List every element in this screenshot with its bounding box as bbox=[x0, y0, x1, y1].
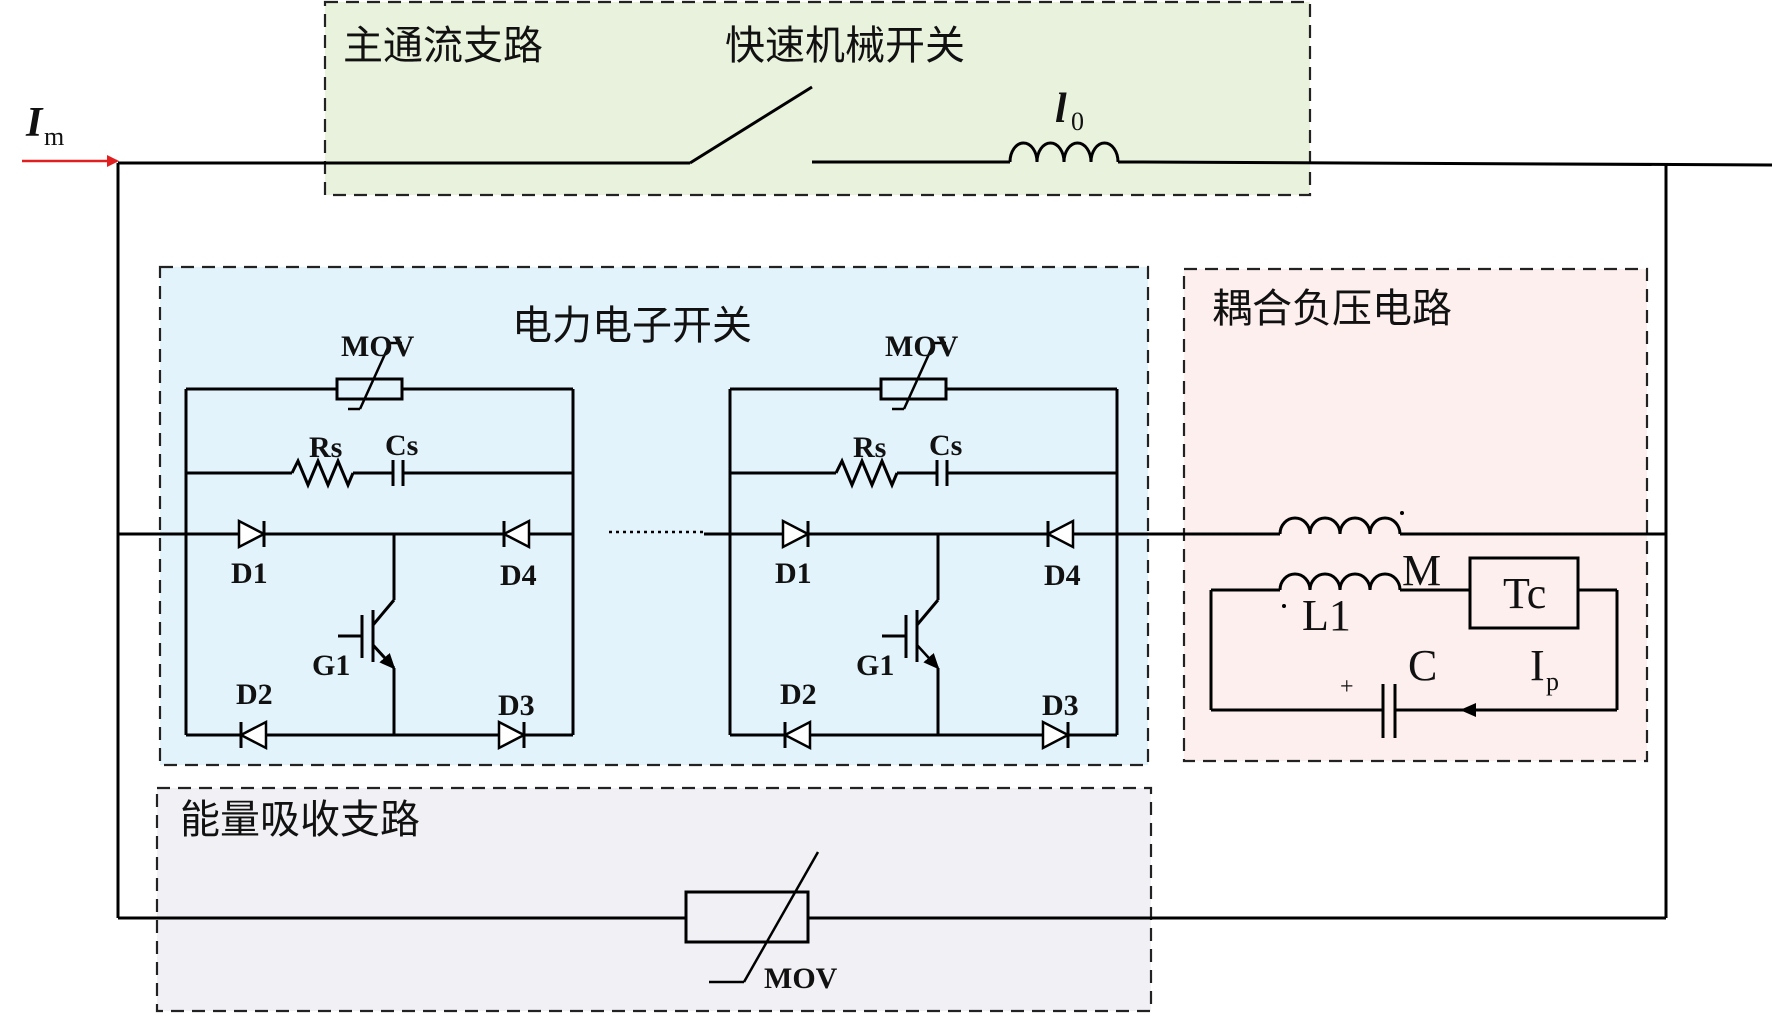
module-2-d2-label: D2 bbox=[780, 678, 817, 711]
capacitor-plus-sign: + bbox=[1340, 674, 1354, 700]
energy-branch-region bbox=[155, 786, 1153, 1013]
energy-branch-title: 能量吸收支路 bbox=[180, 797, 420, 843]
inductor-l0-symbol: l bbox=[1055, 86, 1067, 132]
module-2-wiring bbox=[704, 341, 1119, 751]
coupled-circuit-region bbox=[1182, 267, 1649, 763]
main-branch-title: 主通流支路 bbox=[343, 23, 543, 69]
tc-block bbox=[1468, 556, 1580, 630]
fast-mechanical-switch-label: 快速机械开关 bbox=[725, 23, 965, 69]
tc-label: Tc bbox=[1503, 569, 1546, 618]
module-1-d2-label: D2 bbox=[236, 678, 273, 711]
module-2-d3-label: D3 bbox=[1042, 689, 1079, 722]
module-2-d4-label: D4 bbox=[1044, 559, 1081, 592]
module-1-d1-label: D1 bbox=[231, 557, 268, 590]
module-1-mov-label: MOV bbox=[341, 330, 415, 363]
absorber-mov-label: MOV bbox=[764, 962, 838, 995]
module-1-rs-label: Rs bbox=[309, 431, 342, 464]
module-1-wiring bbox=[118, 341, 575, 751]
inductor-l0-subscript: 0 bbox=[1071, 107, 1084, 136]
mutual-inductance-label: M bbox=[1402, 546, 1441, 595]
coupled-circuit-title: 耦合负压电路 bbox=[1212, 286, 1452, 332]
module-1-g1-label: G1 bbox=[312, 649, 350, 682]
energy-absorber-mov: MOV bbox=[684, 851, 838, 995]
module-1-cs-label: Cs bbox=[385, 429, 418, 462]
module-2-cs-label: Cs bbox=[929, 429, 962, 462]
inductor-l0: l 0 bbox=[1008, 86, 1132, 164]
input-current: I m bbox=[22, 100, 119, 167]
pulse-current-subscript: p bbox=[1546, 667, 1559, 696]
inductor-l1-label: L1 bbox=[1302, 591, 1351, 640]
mechanical-switch-blade bbox=[689, 85, 813, 165]
input-current-symbol: I bbox=[25, 100, 44, 146]
switch-module-2: MOV Rs Cs D1 D4 G1 D2 D3 bbox=[704, 330, 1119, 751]
coupled-circuit: M L1 Tc C + I p bbox=[1209, 511, 1666, 738]
pulse-current-symbol: I bbox=[1530, 641, 1545, 690]
module-2-rs-label: Rs bbox=[853, 431, 886, 464]
module-2-g1-label: G1 bbox=[856, 649, 894, 682]
module-2-d1-label: D1 bbox=[775, 557, 812, 590]
input-current-subscript: m bbox=[44, 122, 64, 151]
electronic-switch-title: 电力电子开关 bbox=[512, 303, 752, 349]
electronic-switch-region bbox=[158, 265, 1150, 767]
main-bus bbox=[116, 160, 1772, 920]
switch-module-1: MOV Rs Cs D1 D4 G1 D2 D3 bbox=[118, 330, 575, 751]
module-2-mov-label: MOV bbox=[885, 330, 959, 363]
capacitor-c-label: C bbox=[1408, 641, 1437, 690]
module-1-d4-label: D4 bbox=[500, 559, 537, 592]
module-1-d3-label: D3 bbox=[498, 689, 535, 722]
